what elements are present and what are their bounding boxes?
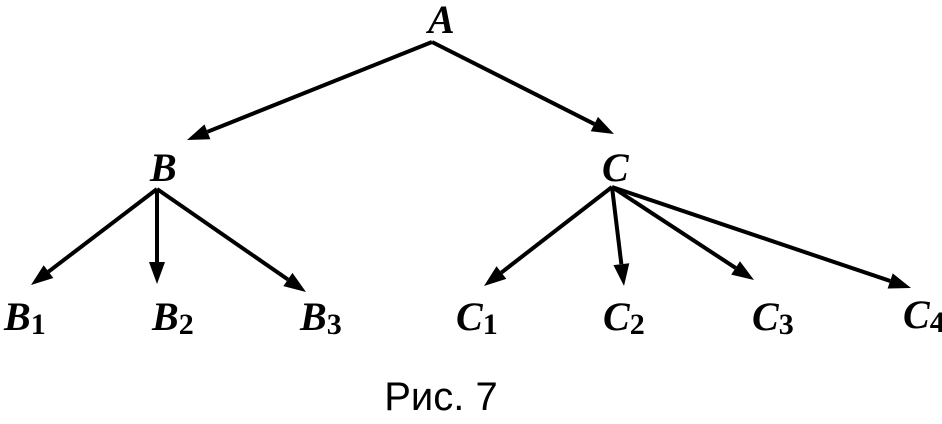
edge-a-to-c	[431, 40, 614, 134]
edge-b-to-b1-line	[47, 187, 159, 274]
node-c3-subscript: 3	[779, 308, 794, 341]
edge-c-to-c2-arrowhead	[613, 263, 630, 286]
node-c3: C3	[752, 294, 794, 341]
edge-c-to-c4-line	[611, 185, 891, 283]
edge-a-to-b-line	[206, 40, 433, 134]
edge-c-to-c3	[610, 185, 754, 280]
edge-c-to-c2	[610, 186, 630, 286]
edge-b-to-b3-line	[155, 187, 290, 282]
node-c4-letter: C	[903, 292, 931, 337]
node-b3-letter: B	[299, 294, 327, 339]
figure-caption: Рис. 7	[384, 375, 498, 419]
edge-a-to-c-line	[431, 40, 596, 126]
node-b2-letter: B	[151, 294, 179, 339]
edge-c-to-c1-line	[500, 185, 614, 275]
edge-b-to-b1	[31, 187, 159, 285]
node-b1-subscript: 1	[31, 308, 46, 341]
node-a: A	[425, 0, 455, 42]
edge-a-to-b-arrowhead	[187, 124, 211, 140]
node-c: C	[602, 145, 630, 190]
node-b1-letter: B	[3, 294, 31, 339]
edge-c-to-c1	[484, 185, 614, 286]
edge-c-to-c3-arrowhead	[731, 261, 754, 280]
edge-a-to-b	[187, 40, 433, 140]
edge-b-to-b3	[155, 187, 306, 292]
node-c-letter: C	[602, 145, 630, 190]
node-c2: C2	[603, 294, 645, 341]
node-b-letter: B	[149, 145, 177, 190]
node-b1: B1	[3, 294, 46, 341]
edge-b-to-b2	[149, 189, 165, 284]
node-c2-letter: C	[603, 294, 631, 339]
node-c1-subscript: 1	[483, 308, 498, 341]
edge-c-to-c2-line	[610, 186, 624, 265]
node-a-letter: A	[425, 0, 455, 42]
node-b2-subscript: 2	[179, 308, 194, 341]
edge-c-to-c4	[611, 185, 911, 289]
edge-b-to-b1-arrowhead	[31, 265, 54, 285]
node-c3-letter: C	[752, 294, 780, 339]
node-b: B	[149, 145, 177, 190]
edge-c-to-c3-line	[610, 185, 737, 270]
edge-b-to-b3-arrowhead	[283, 272, 306, 292]
node-b3: B3	[299, 294, 342, 341]
node-c2-subscript: 2	[630, 308, 645, 341]
edge-c-to-c4-arrowhead	[887, 273, 911, 289]
node-b3-subscript: 3	[327, 308, 342, 341]
edge-c-to-c1-arrowhead	[484, 266, 507, 286]
edges-layer	[31, 40, 911, 292]
edge-a-to-c-arrowhead	[590, 116, 614, 134]
node-c1-letter: C	[456, 294, 484, 339]
node-c1: C1	[456, 294, 498, 341]
node-c4-subscript: 4	[930, 306, 942, 339]
node-c4: C4	[903, 292, 942, 339]
edge-b-to-b2-arrowhead	[149, 262, 165, 284]
node-b2: B2	[151, 294, 194, 341]
